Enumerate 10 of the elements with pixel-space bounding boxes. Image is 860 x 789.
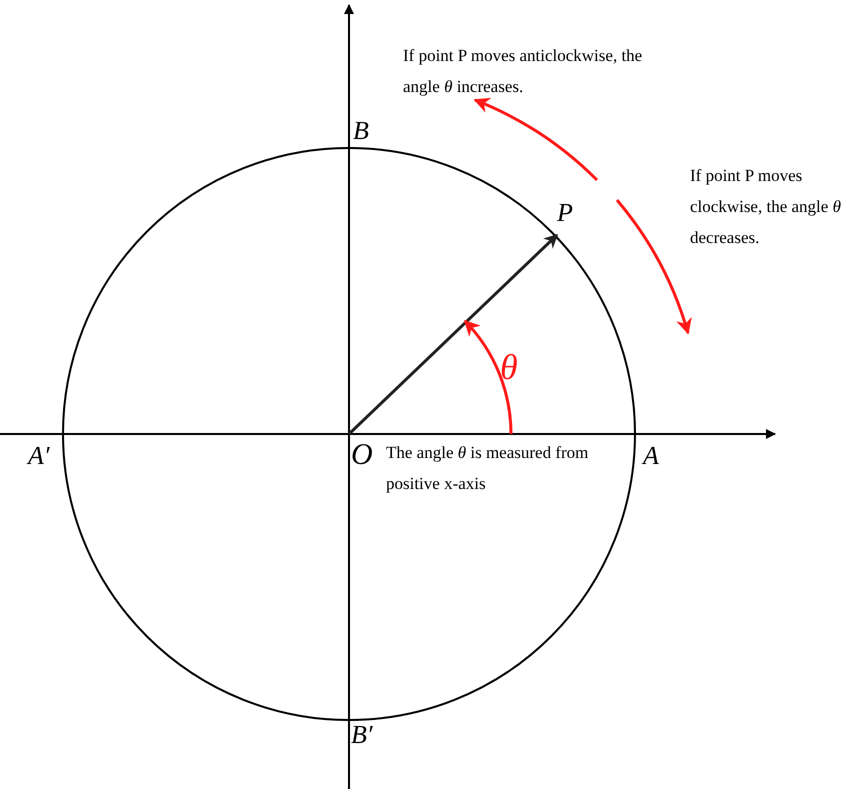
point-label: O <box>351 438 373 472</box>
note-text: The angle θ is measured from positive x-axis <box>386 442 590 495</box>
point-label: P <box>557 198 573 228</box>
note-text: If point P moves anticlockwise, the angle θ increases. <box>403 45 644 98</box>
point-label: B′ <box>351 720 373 750</box>
point-label: A <box>643 441 659 471</box>
point-label: A′ <box>28 441 50 471</box>
angle-symbol: θ <box>500 348 518 386</box>
point-label: B <box>353 116 369 146</box>
note-text: If point P moves clockwise, the angle θ decreases. <box>690 165 842 249</box>
